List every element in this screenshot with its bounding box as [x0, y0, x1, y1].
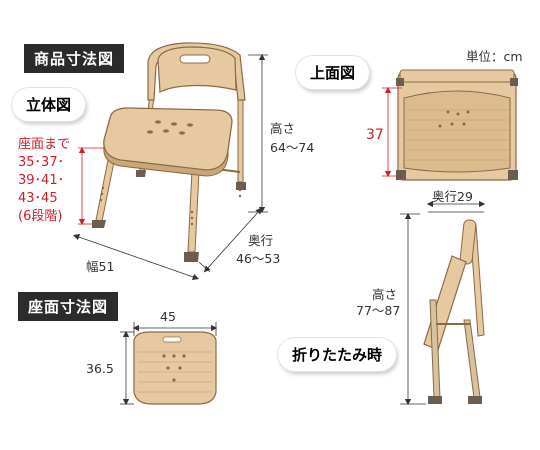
width-label: 幅51 [86, 259, 115, 274]
folded-depth-label: 奥行29 [432, 189, 473, 204]
seat-dimensions-title: 座面寸法図 [18, 292, 119, 321]
folded-chair [423, 219, 485, 404]
seat-height-line: (6段階) [18, 209, 63, 224]
isometric-dimension-lines [72, 53, 268, 280]
folded-dimension-lines [400, 200, 486, 406]
product-dimensions-title: 商品寸法図 [24, 44, 125, 73]
height-value: 64～74 [270, 140, 315, 155]
seat-top-view [133, 331, 217, 405]
seat-depth-label: 36.5 [86, 361, 114, 376]
top-view-title: 上面図 [296, 56, 370, 89]
seat-dimension-lines [120, 322, 218, 406]
folded-height-label: 高さ [372, 287, 398, 302]
seat-height-line: 座面まで [18, 137, 71, 152]
unit-label: 単位：cm [466, 49, 523, 64]
depth-value: 46～53 [236, 251, 281, 266]
height-label: 高さ [270, 121, 296, 136]
depth-label: 奥行 [248, 233, 274, 248]
seat-height-label: 座面まで 35･37･ 39･41･ 43･45 (6段階) [18, 136, 82, 226]
seat-height-line: 43･45 [18, 191, 58, 206]
seat-height-line: 35･37･ [18, 155, 65, 170]
seat-height-line: 39･41･ [18, 173, 65, 188]
folded-title: 折りたたみ時 [278, 338, 397, 371]
top-view-dimension-label: 37 [366, 127, 384, 143]
seat-height-dimension [78, 146, 104, 226]
seat-width-label: 45 [160, 309, 176, 324]
top-view-dimension [382, 86, 402, 178]
isometric-chair [92, 42, 246, 262]
top-view-chair [396, 69, 518, 181]
folded-height-value: 77～87 [356, 303, 401, 318]
isometric-view-title: 立体図 [12, 88, 86, 121]
